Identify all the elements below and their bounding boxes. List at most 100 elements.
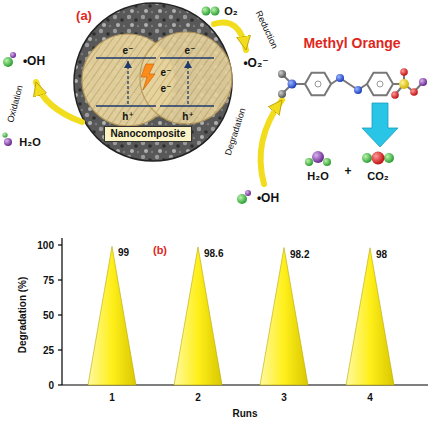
chart-axis <box>58 314 62 315</box>
band-line <box>96 57 156 59</box>
nanocomposite-sphere <box>74 3 232 161</box>
product-molecule <box>305 158 313 166</box>
species-label: O₂ <box>224 5 237 17</box>
product-molecule <box>372 152 385 165</box>
process-label: Oxidation <box>6 84 25 123</box>
tick-label: 3 <box>281 392 287 403</box>
process-label: Reduction <box>253 10 279 51</box>
methyl-orange-structure <box>278 90 286 98</box>
panel-letter: (a) <box>76 9 92 23</box>
molecule-ball <box>2 132 7 137</box>
cone-bar <box>174 247 222 385</box>
chart-axis <box>58 384 62 385</box>
species-label: CO₂ <box>367 170 388 182</box>
process-arrow <box>36 82 82 122</box>
methyl-orange-structure <box>400 68 408 76</box>
light-bolt <box>141 64 155 90</box>
value-label: 98 <box>376 248 387 259</box>
excitation-arrow <box>128 61 188 104</box>
conversion-arrow <box>362 103 398 147</box>
molecule-ball <box>237 194 247 204</box>
product-molecule <box>384 153 394 163</box>
molecule-ball <box>245 190 251 196</box>
panel-letter: (b) <box>153 244 167 256</box>
chart-axis <box>58 349 62 350</box>
value-label: 99 <box>118 247 129 258</box>
charge-label: e⁻ <box>161 67 172 78</box>
methyl-orange-structure <box>399 79 409 89</box>
light-bolt <box>141 64 155 90</box>
methyl-orange-structure <box>391 91 399 99</box>
methyl-orange-structure <box>315 81 321 87</box>
product-molecule <box>312 151 324 163</box>
methyl-orange-structure <box>288 80 297 89</box>
methyl-orange-structure <box>377 81 383 87</box>
molecule-title: Methyl Orange <box>303 36 400 51</box>
chart-axis <box>58 279 62 280</box>
charge-label: e⁻ <box>161 83 172 94</box>
particle <box>82 32 232 126</box>
axis-title: Runs <box>233 408 258 419</box>
methyl-orange-structure <box>282 72 423 95</box>
molecule-ball <box>3 57 13 67</box>
axis-title: Degradation (%) <box>17 277 28 354</box>
tick-label: 25 <box>43 345 54 356</box>
charge-label: e⁻ <box>185 45 196 56</box>
cone-bar <box>346 248 394 385</box>
methyl-orange-structure <box>354 86 362 94</box>
molecule-ball <box>2 7 251 205</box>
chart-axis <box>58 238 428 385</box>
species-label: •OH <box>23 55 45 68</box>
chart-axis <box>61 238 62 385</box>
species-label: H₂O <box>19 136 40 148</box>
process-arrow <box>36 22 282 184</box>
band-line <box>96 58 214 106</box>
band-line <box>96 105 156 107</box>
process-arrow <box>214 22 246 50</box>
charge-label: h⁺ <box>122 111 133 122</box>
methyl-orange-structure <box>419 78 427 86</box>
cone-bar <box>88 246 136 385</box>
charge-label: e⁻ <box>123 45 134 56</box>
species-label: H₂O <box>307 170 328 182</box>
excitation-arrow <box>127 61 128 104</box>
charge-label: h⁺ <box>182 111 193 122</box>
methyl-orange-structure <box>305 73 331 96</box>
band-line <box>160 105 214 107</box>
process-label: Degradation <box>224 107 249 157</box>
cone-bar <box>88 246 394 385</box>
methyl-orange-structure <box>410 88 418 96</box>
molecule-ball <box>10 52 16 58</box>
band-line <box>160 57 214 59</box>
excitation-arrow <box>187 61 188 104</box>
molecule-ball <box>4 138 12 146</box>
node-text: Nanocomposite <box>110 128 185 140</box>
material-label-box: Nanocomposite <box>104 126 191 142</box>
conversion-arrow <box>362 103 398 147</box>
tick-label: 75 <box>43 275 54 286</box>
tick-label: 100 <box>37 240 54 251</box>
tick-label: 2 <box>195 392 201 403</box>
nanocomposite-sphere <box>74 3 232 161</box>
methyl-orange-structure <box>336 74 344 82</box>
chart-axis <box>58 244 62 245</box>
value-label: 98.2 <box>290 248 309 259</box>
particle <box>140 32 232 124</box>
molecule-ball <box>202 7 211 16</box>
plus-sign: + <box>344 165 351 178</box>
product-molecule <box>305 151 394 166</box>
species-label: •O₂⁻ <box>243 57 268 70</box>
tick-label: 4 <box>367 392 373 403</box>
cone-bar <box>260 248 308 385</box>
species-label: •OH <box>257 192 279 205</box>
methyl-orange-structure <box>367 73 393 96</box>
product-molecule <box>323 158 331 166</box>
tick-label: 50 <box>43 310 54 321</box>
tick-label: 1 <box>109 392 115 403</box>
process-arrow <box>261 100 282 184</box>
value-label: 98.6 <box>204 247 223 258</box>
methyl-orange-structure <box>278 68 427 99</box>
product-molecule <box>362 153 372 163</box>
molecule-ball <box>211 7 220 16</box>
